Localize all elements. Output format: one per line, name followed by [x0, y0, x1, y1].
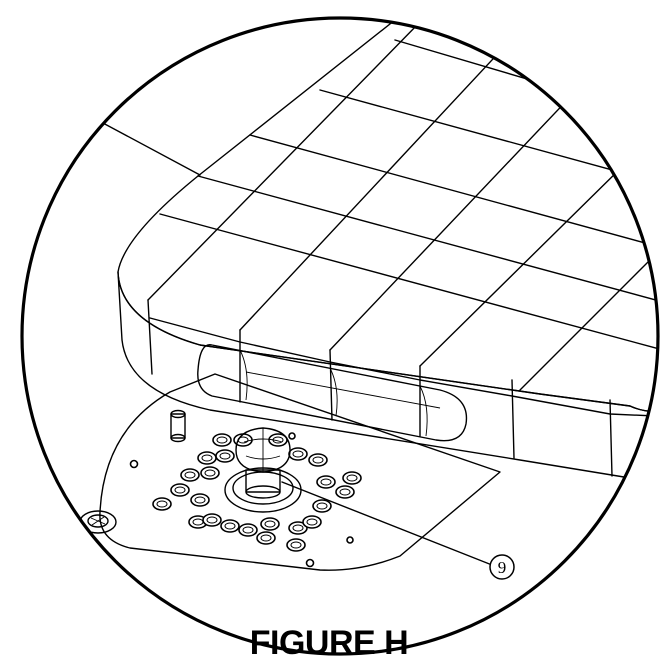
- alignment-pin: [170, 409, 186, 443]
- bolt-hole-pattern: [152, 433, 362, 552]
- detail-circle: [20, 16, 660, 656]
- callout-bubble: 9: [489, 554, 515, 580]
- handle-slot: [197, 344, 468, 442]
- seat-cushion: [117, 19, 658, 482]
- background-edge-line: [59, 99, 201, 176]
- callout-leader-line: [281, 481, 493, 566]
- figure-caption: FIGURE H: [250, 624, 408, 662]
- mounting-plate: [79, 373, 501, 571]
- mounting-screw-icon: [79, 510, 117, 534]
- callout-number: 9: [498, 558, 507, 577]
